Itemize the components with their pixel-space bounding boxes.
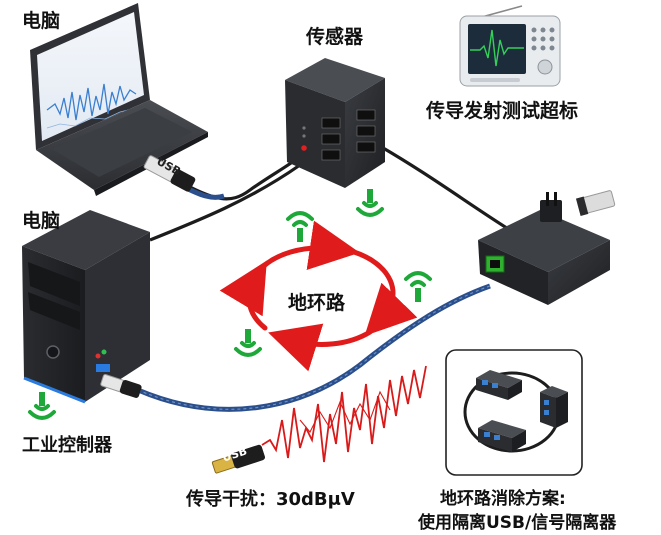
solution-title: 地环路消除方案:	[440, 489, 566, 509]
usb-plug-icon	[143, 155, 196, 192]
wifi-signal-icon	[356, 189, 384, 217]
spectrum-analyzer-icon	[459, 5, 561, 87]
interference-label: 传导干扰：30dBμV	[186, 489, 355, 510]
wifi-signal-icon	[286, 211, 314, 242]
usb-plug-icon	[211, 444, 266, 474]
wifi-signal-icon	[234, 329, 262, 357]
laptop-label: 电脑	[22, 10, 61, 32]
ground-loop-label: 地环路	[288, 292, 346, 314]
mini-isolator-top	[476, 370, 522, 400]
sensor-label: 传感器	[306, 26, 364, 48]
emi-test-label: 传导发射测试超标	[426, 100, 579, 122]
controller-label: 工业控制器	[22, 435, 112, 456]
noise-waveform-icon	[261, 365, 427, 463]
usb-plug-controller-icon	[100, 374, 142, 398]
cable-pc-sensor	[149, 163, 301, 242]
server-tower-icon	[22, 210, 150, 404]
pc-label: 电脑	[22, 210, 61, 232]
mini-isolator-right	[540, 386, 568, 428]
wifi-signal-icon	[404, 271, 432, 302]
ground-loop-arrows-icon	[219, 220, 418, 372]
usb-isolator-icon	[478, 190, 616, 305]
solution-description: 使用隔离USB/信号隔离器	[418, 513, 617, 533]
sensor-hub-icon	[285, 58, 385, 188]
cable-sensor-isolator	[377, 143, 511, 232]
solution-panel	[445, 349, 583, 476]
wifi-signal-icon	[28, 392, 56, 420]
mini-isolator-bottom	[478, 420, 526, 452]
cable-controller-isolator	[137, 283, 491, 412]
laptop-icon	[30, 3, 208, 196]
